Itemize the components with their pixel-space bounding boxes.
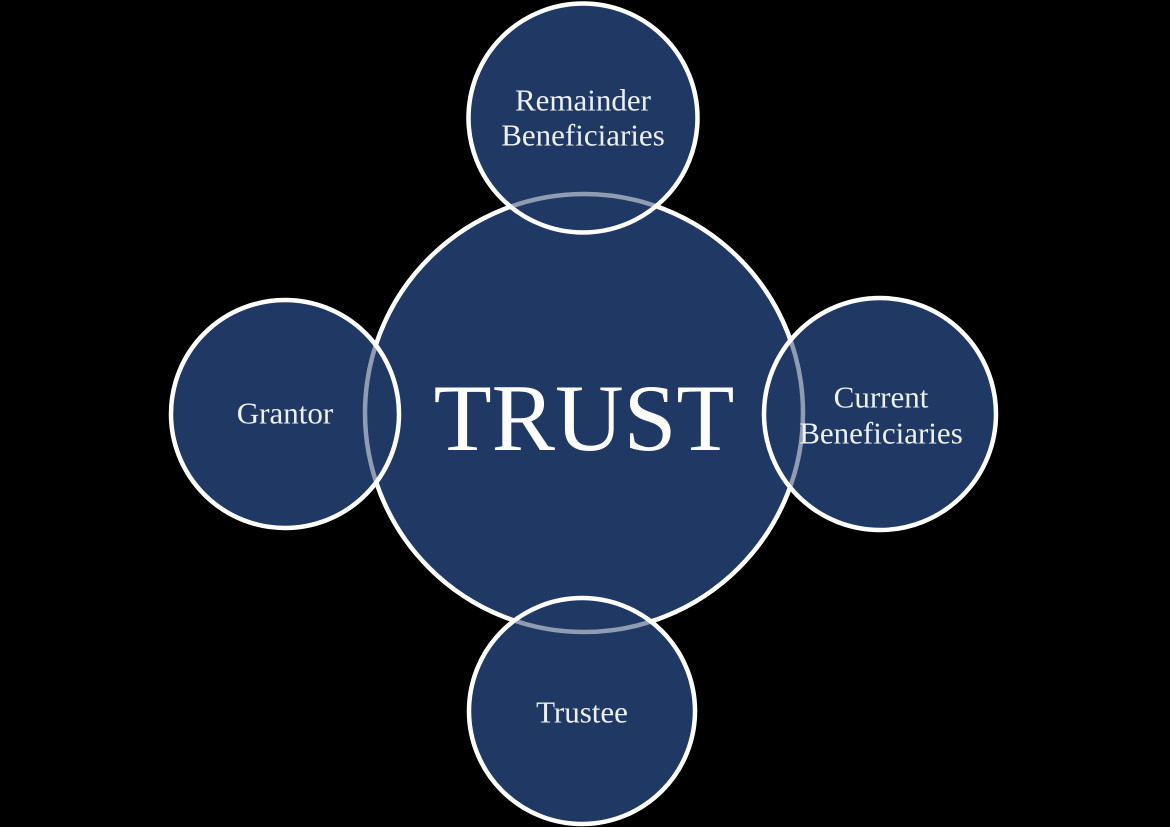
- central-circle-overlap-arc: [362, 191, 806, 635]
- node-label-trustee: Trustee: [536, 695, 628, 730]
- node-label-grantor: Grantor: [237, 396, 334, 431]
- node-label-remainder-line1: Remainder: [515, 83, 652, 118]
- node-circle-grantor: [168, 297, 402, 531]
- node-label-current-line1: Current: [834, 380, 929, 415]
- node-label-current-line2: Beneficiaries: [799, 416, 963, 451]
- center-node-label: TRUST: [434, 365, 735, 471]
- node-circle-current-beneficiaries: [761, 295, 999, 533]
- node-circle-trustee: [466, 595, 698, 827]
- node-label-remainder-line2: Beneficiaries: [501, 118, 665, 153]
- node-circle-remainder-beneficiaries: [466, 1, 700, 235]
